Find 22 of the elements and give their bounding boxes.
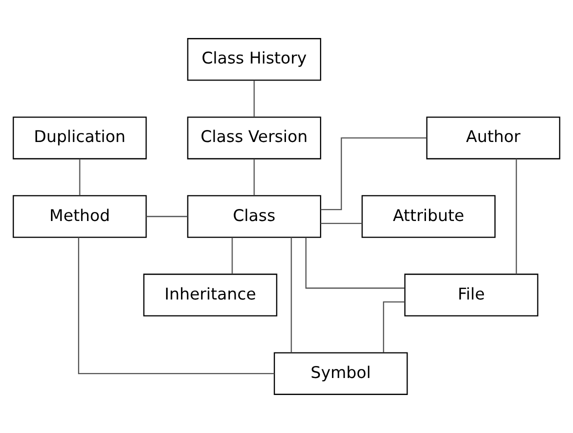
connector xyxy=(254,159,255,196)
node-box: Class xyxy=(187,195,322,238)
node-box: Symbol xyxy=(274,352,408,395)
connector xyxy=(320,137,427,210)
connector xyxy=(146,216,188,218)
connector xyxy=(232,238,233,274)
connector xyxy=(78,237,274,374)
connector xyxy=(382,301,405,352)
node-box: Duplication xyxy=(12,116,147,160)
node-box: File xyxy=(404,274,538,316)
node-box: Attribute xyxy=(362,195,496,238)
node-box: Method xyxy=(12,195,147,238)
connector xyxy=(320,222,362,224)
node-box: Class History xyxy=(187,38,322,81)
node-box: Author xyxy=(426,116,560,160)
connector xyxy=(290,237,292,353)
connector xyxy=(516,158,517,274)
connector xyxy=(79,159,80,196)
node-box: Inheritance xyxy=(143,274,278,316)
node-box: Class Version xyxy=(187,116,322,160)
connector xyxy=(305,238,405,289)
connector xyxy=(254,80,255,117)
